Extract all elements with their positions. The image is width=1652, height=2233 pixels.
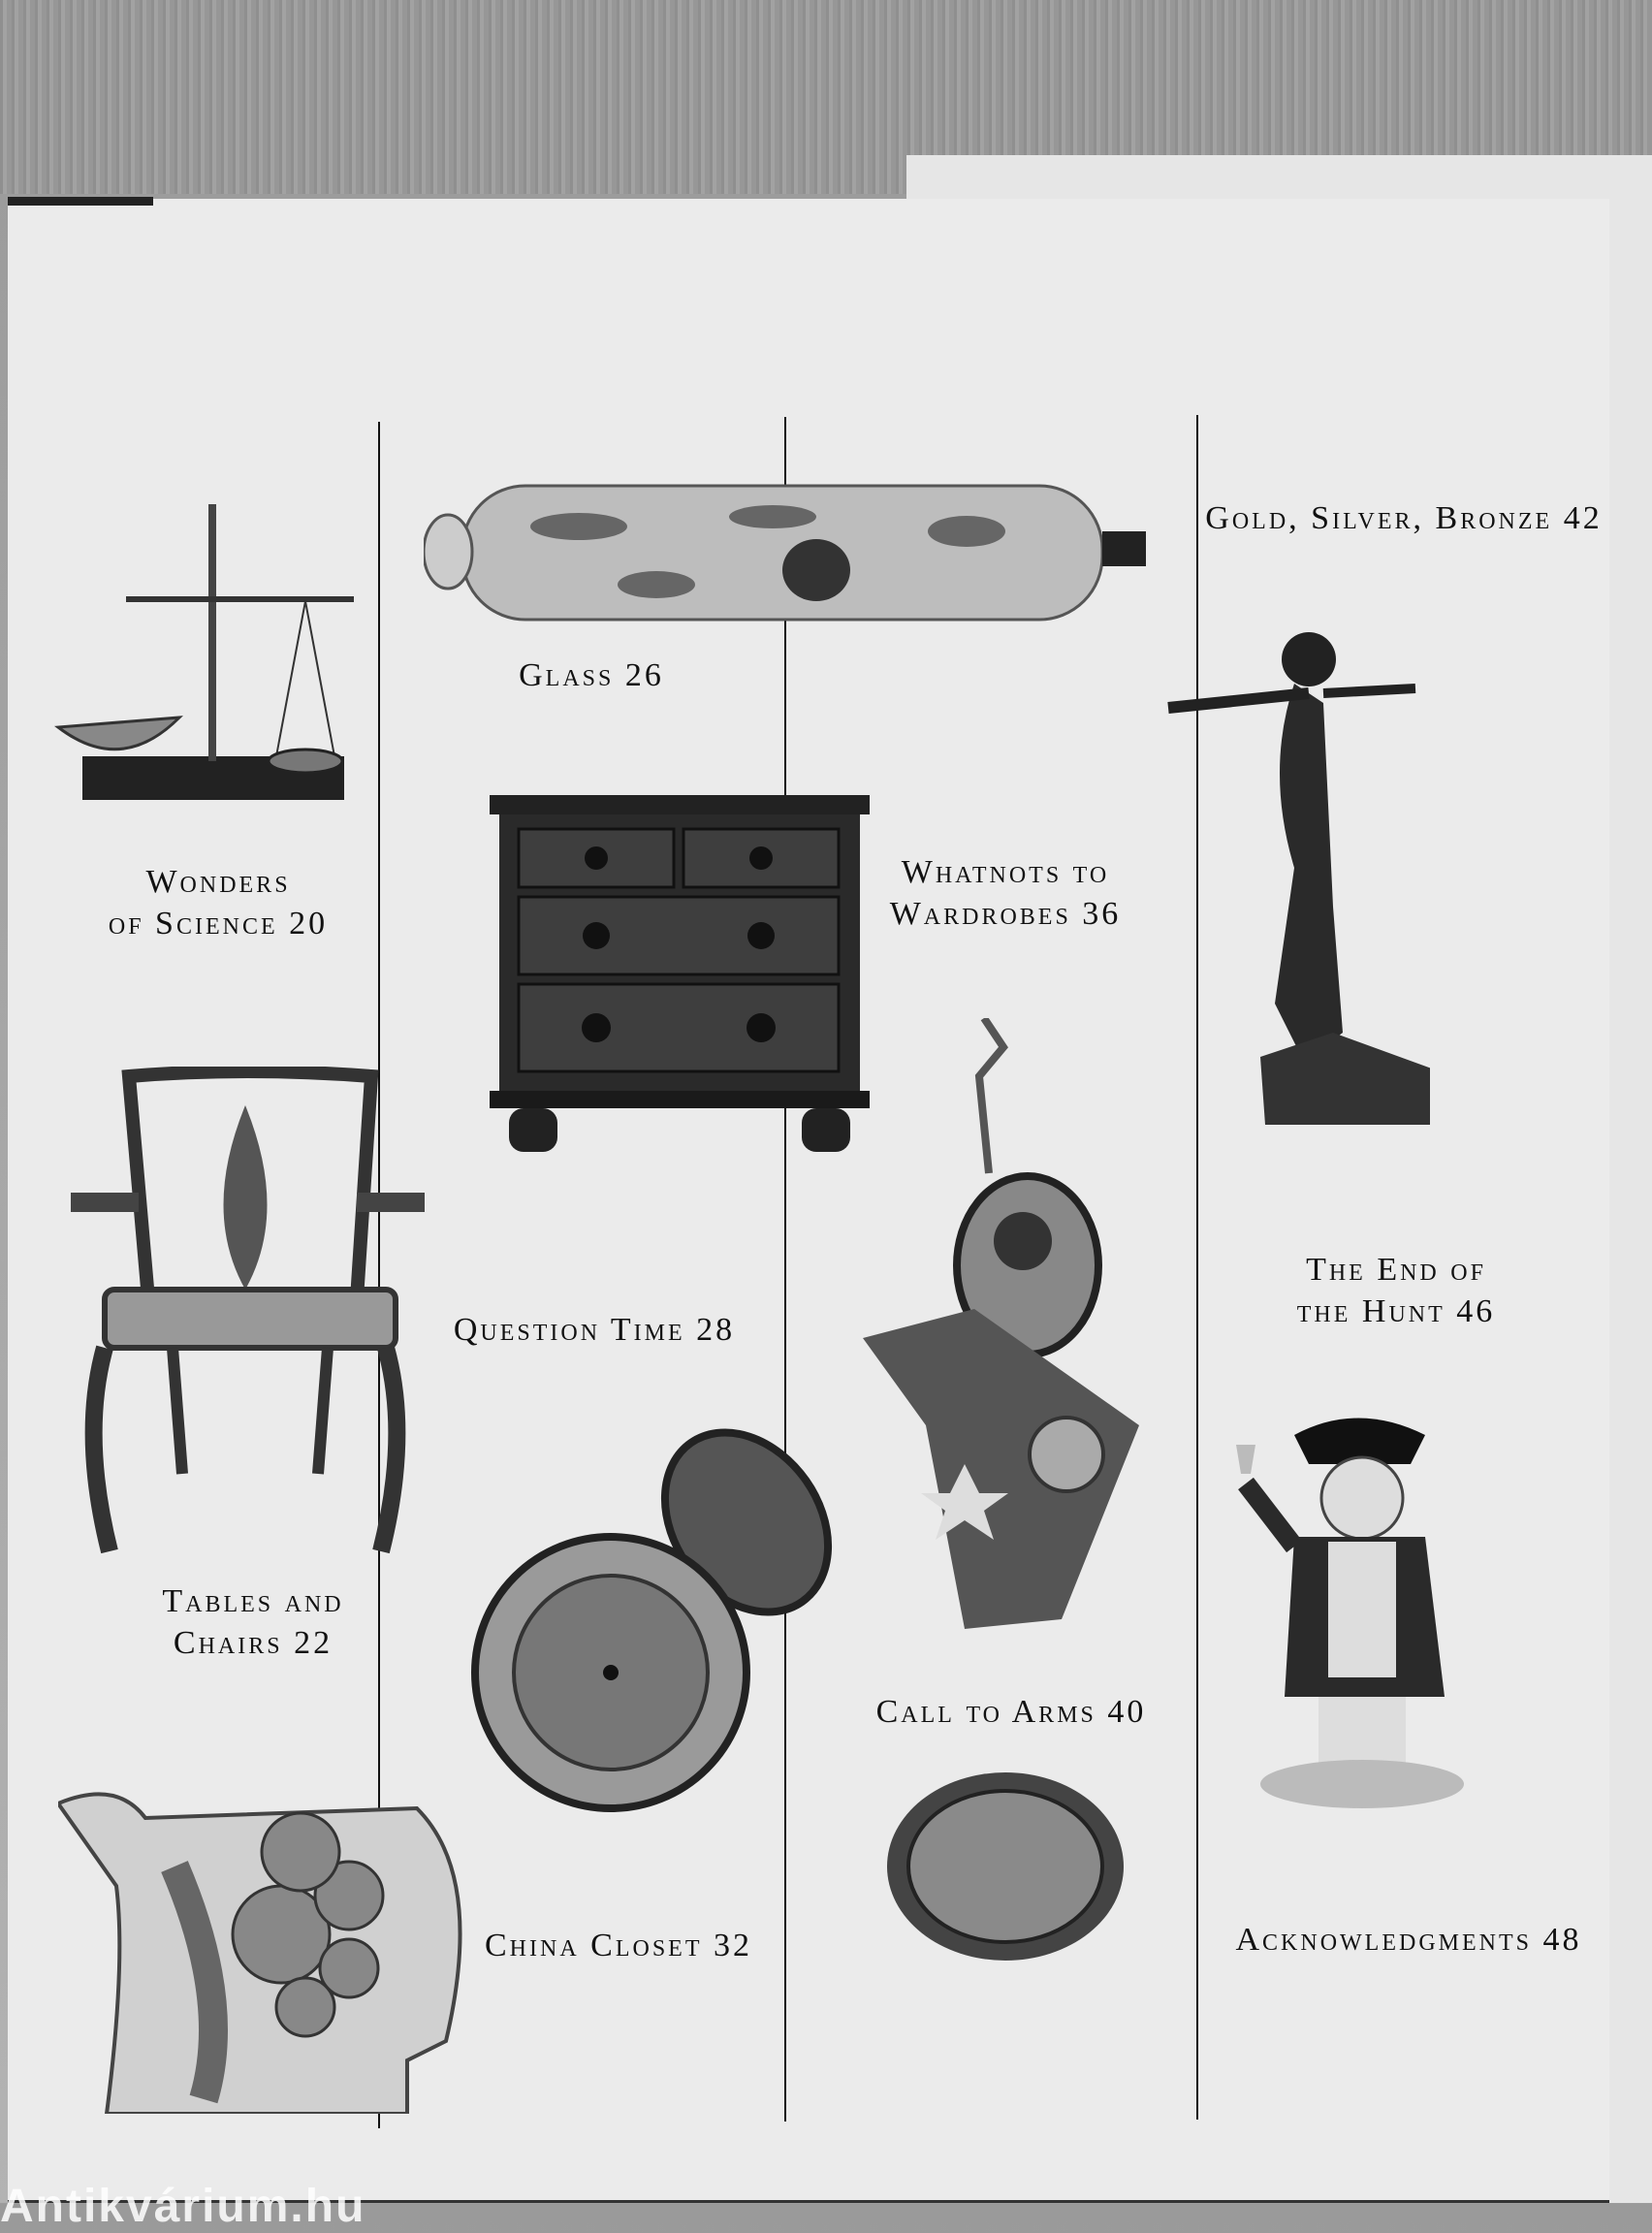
toc-entry-acknowledgments[interactable]: Acknowledgments 48	[1235, 1922, 1582, 1958]
bronze-statue-image	[1167, 632, 1430, 1125]
page-edge	[8, 197, 153, 206]
pocket-watch-image	[471, 1428, 833, 1812]
medals-portrait-image	[863, 1018, 1139, 1629]
teapot-image	[58, 1792, 462, 2114]
toc-entry-glass[interactable]: Glass 26	[519, 657, 664, 693]
chest-of-drawers-image	[490, 795, 870, 1152]
toc-entry-line: The End of	[1306, 1252, 1486, 1288]
toc-entry-china-closet[interactable]: China Closet 32	[484, 1928, 753, 1963]
toc-entry-call-to-arms[interactable]: Call to Arms 40	[875, 1694, 1147, 1730]
column-divider	[378, 422, 380, 2128]
column-divider	[784, 417, 786, 2121]
toc-entry-line: of Science 20	[108, 906, 329, 941]
toc-entry-line: Chairs 22	[173, 1625, 334, 1661]
toc-entry-tables-and-chairs[interactable]: Tables and Chairs 22	[162, 1580, 343, 1664]
toc-entry-wonders-of-science[interactable]: Wonders of Science 20	[109, 861, 328, 944]
snuff-box-image	[887, 1772, 1124, 1961]
chair-image	[71, 1067, 425, 1554]
toc-entry-line: the Hunt 46	[1296, 1293, 1496, 1329]
toc-entry-gold-silver-bronze[interactable]: Gold, Silver, Bronze 42	[1205, 500, 1603, 536]
toc-entry-whatnots-to-wardrobes[interactable]: Whatnots to Wardrobes 36	[890, 851, 1122, 935]
toc-entry-line: Wardrobes 36	[889, 896, 1122, 932]
column-divider	[1196, 415, 1198, 2120]
toc-entry-question-time[interactable]: Question Time 28	[453, 1312, 736, 1348]
toc-entry-line: Tables and	[162, 1583, 344, 1619]
toc-entry-line: Wonders	[145, 864, 291, 900]
watermark: Antikvárium.hu	[0, 2181, 366, 2232]
glass-rolling-pin-image	[424, 484, 1146, 622]
toby-jug-image	[1236, 1418, 1464, 1808]
toc-entry-line: Whatnots to	[901, 854, 1110, 890]
scales-image	[53, 504, 354, 800]
toc-entry-end-of-the-hunt[interactable]: The End of the Hunt 46	[1297, 1249, 1496, 1332]
